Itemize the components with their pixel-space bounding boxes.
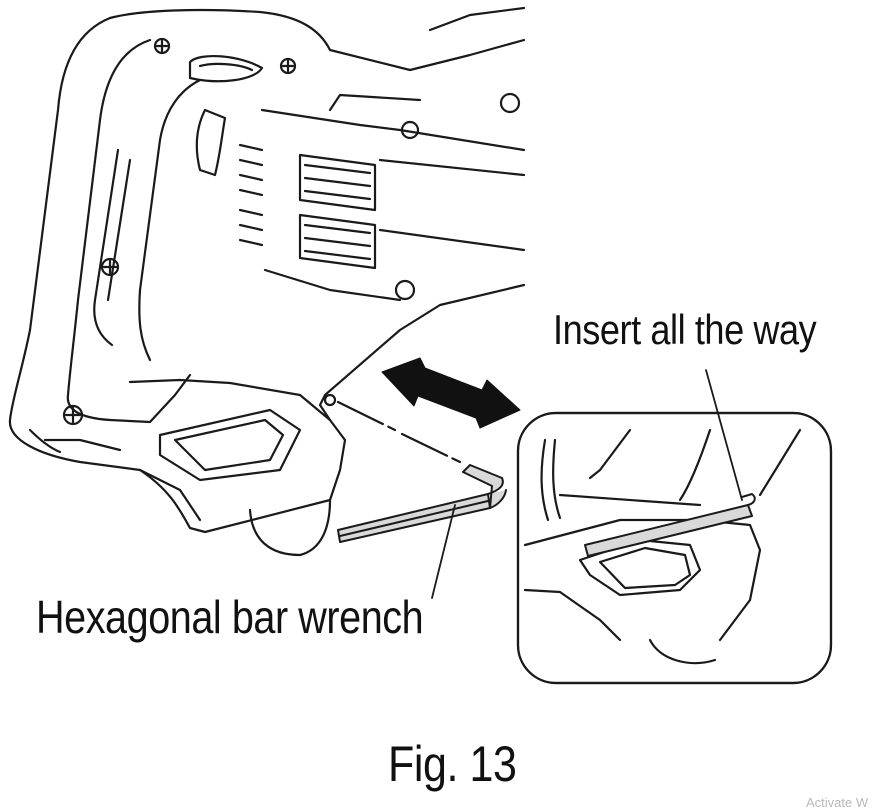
insert-all-the-way-label: Insert all the way <box>553 306 817 353</box>
wrench-leader-line <box>431 504 456 599</box>
screw-icons <box>62 37 521 426</box>
hex-wrench-drawing <box>337 464 507 543</box>
saw-body-outline <box>8 6 526 557</box>
figure-caption: Fig. 13 <box>388 736 517 792</box>
insert-leader-line <box>705 369 743 501</box>
activation-watermark: Activate W <box>806 795 869 810</box>
double-arrow-icon <box>381 357 521 429</box>
insertion-guide-line <box>336 400 462 464</box>
inset-detail-view <box>516 411 833 685</box>
hexagonal-bar-wrench-label: Hexagonal bar wrench <box>36 591 424 643</box>
